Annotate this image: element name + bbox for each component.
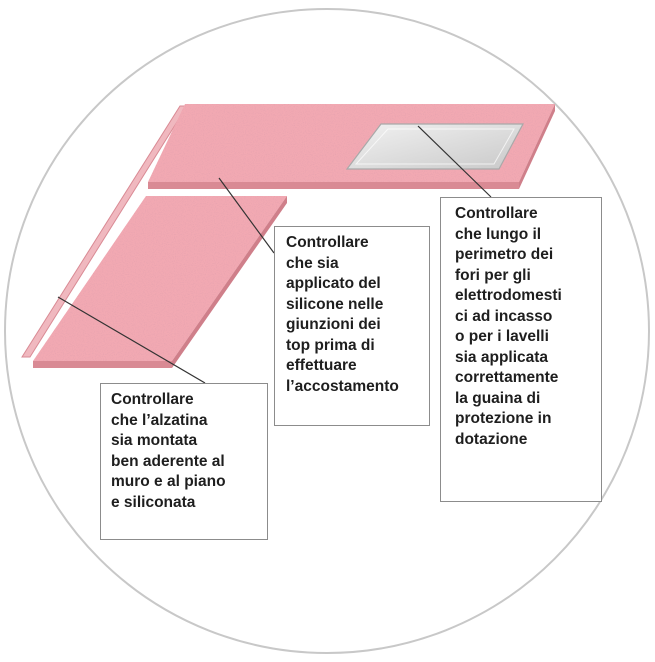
callout-joints: Controllare che sia applicato del silico… bbox=[274, 226, 430, 426]
sink-cutout bbox=[345, 123, 524, 170]
leader-line-cutouts bbox=[417, 125, 492, 198]
leader-line-backsplash bbox=[57, 296, 206, 384]
leader-lines bbox=[57, 125, 492, 384]
callout-cutouts: Controllare che lungo il perimetro dei f… bbox=[440, 197, 602, 502]
leader-line-joints bbox=[218, 177, 275, 254]
callout-backsplash: Controllare che l’alzatina sia montata b… bbox=[100, 383, 268, 540]
